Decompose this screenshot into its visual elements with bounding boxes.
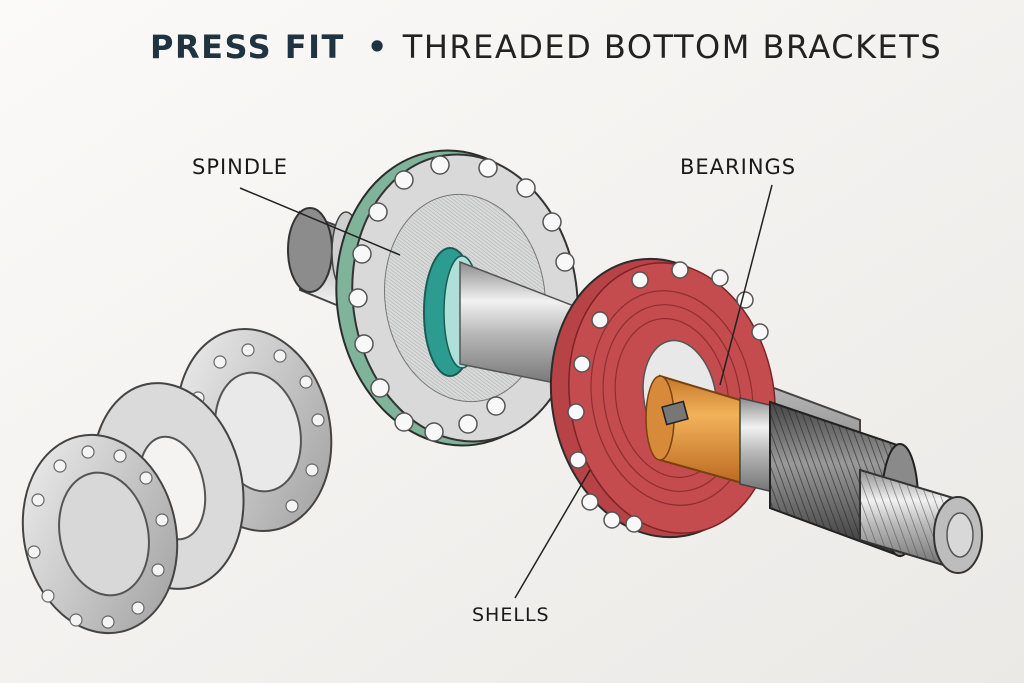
spacer-ring-front: [21, 433, 179, 635]
bearings-leader-line: [719, 184, 773, 386]
shells-leader-line: [514, 469, 591, 599]
page-title: PRESS FIT • THREADED BOTTOM BRACKETS: [150, 28, 942, 66]
title-bold-part: PRESS FIT: [150, 28, 345, 66]
title-separator: •: [366, 28, 389, 66]
spindle-leader-line: [239, 187, 401, 256]
orange-sleeve: [645, 374, 761, 490]
threaded-end: [859, 468, 983, 574]
title-light-part: THREADED BOTTOM BRACKETS: [402, 28, 943, 66]
bearings-label: BEARINGS: [680, 155, 797, 179]
shells-label: SHELLS: [472, 604, 550, 626]
spindle-label: SPINDLE: [192, 155, 289, 179]
